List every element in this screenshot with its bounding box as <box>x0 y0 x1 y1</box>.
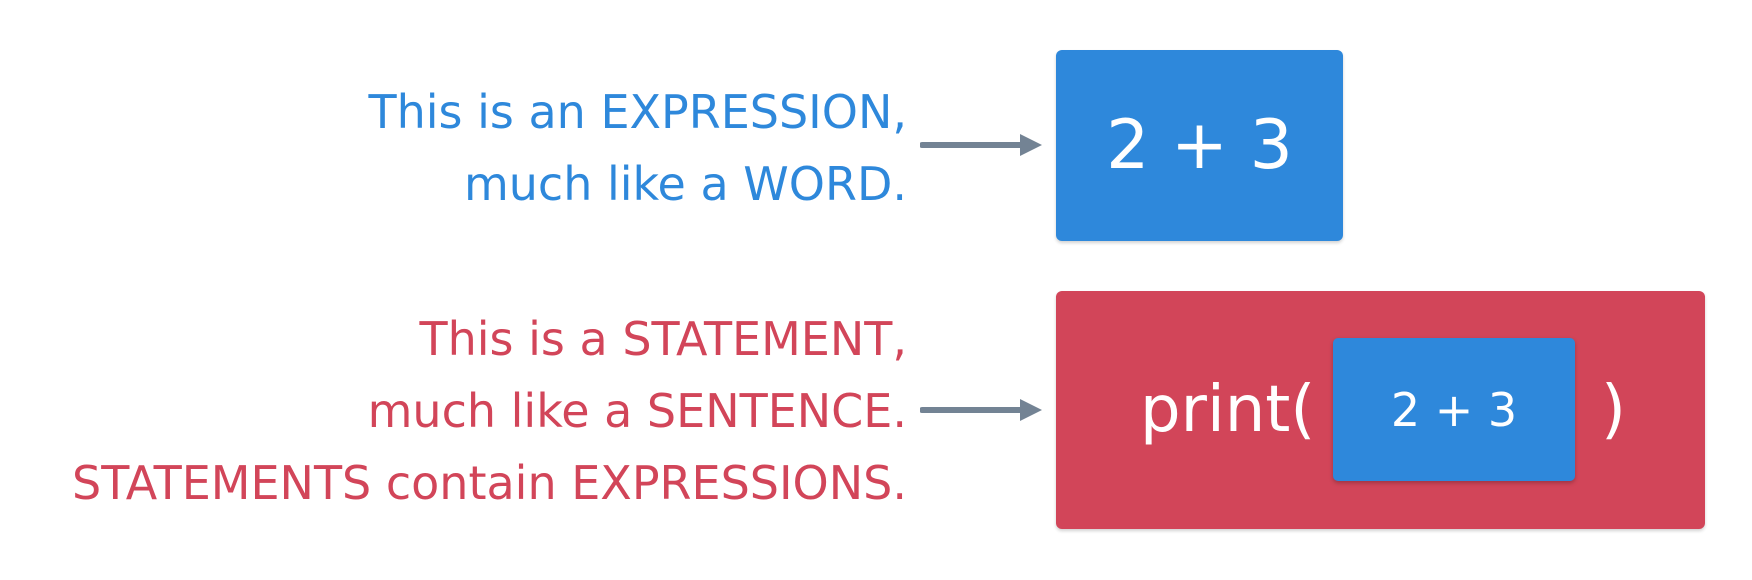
expression-caption: This is an EXPRESSION, much like a WORD. <box>368 76 907 220</box>
expression-arrow <box>920 134 1042 156</box>
statement-prefix: print( <box>1140 373 1316 447</box>
expression-caption-line1: This is an EXPRESSION, <box>368 85 907 139</box>
statement-caption-line2: much like a SENTENCE. <box>367 384 907 438</box>
expression-code: 2 + 3 <box>1106 106 1293 185</box>
statement-caption: This is a STATEMENT, much like a SENTENC… <box>72 303 907 519</box>
statement-box: print( 2 + 3 ) <box>1056 291 1705 529</box>
statement-arrow <box>920 399 1042 421</box>
expression-caption-line2: much like a WORD. <box>463 157 907 211</box>
nested-expression-box: 2 + 3 <box>1333 338 1575 481</box>
statement-caption-line1: This is a STATEMENT, <box>419 312 907 366</box>
nested-expression-code: 2 + 3 <box>1390 382 1518 437</box>
statement-suffix: ) <box>1601 373 1626 447</box>
statement-caption-line3: STATEMENTS contain EXPRESSIONS. <box>72 456 907 510</box>
expression-box: 2 + 3 <box>1056 50 1343 241</box>
